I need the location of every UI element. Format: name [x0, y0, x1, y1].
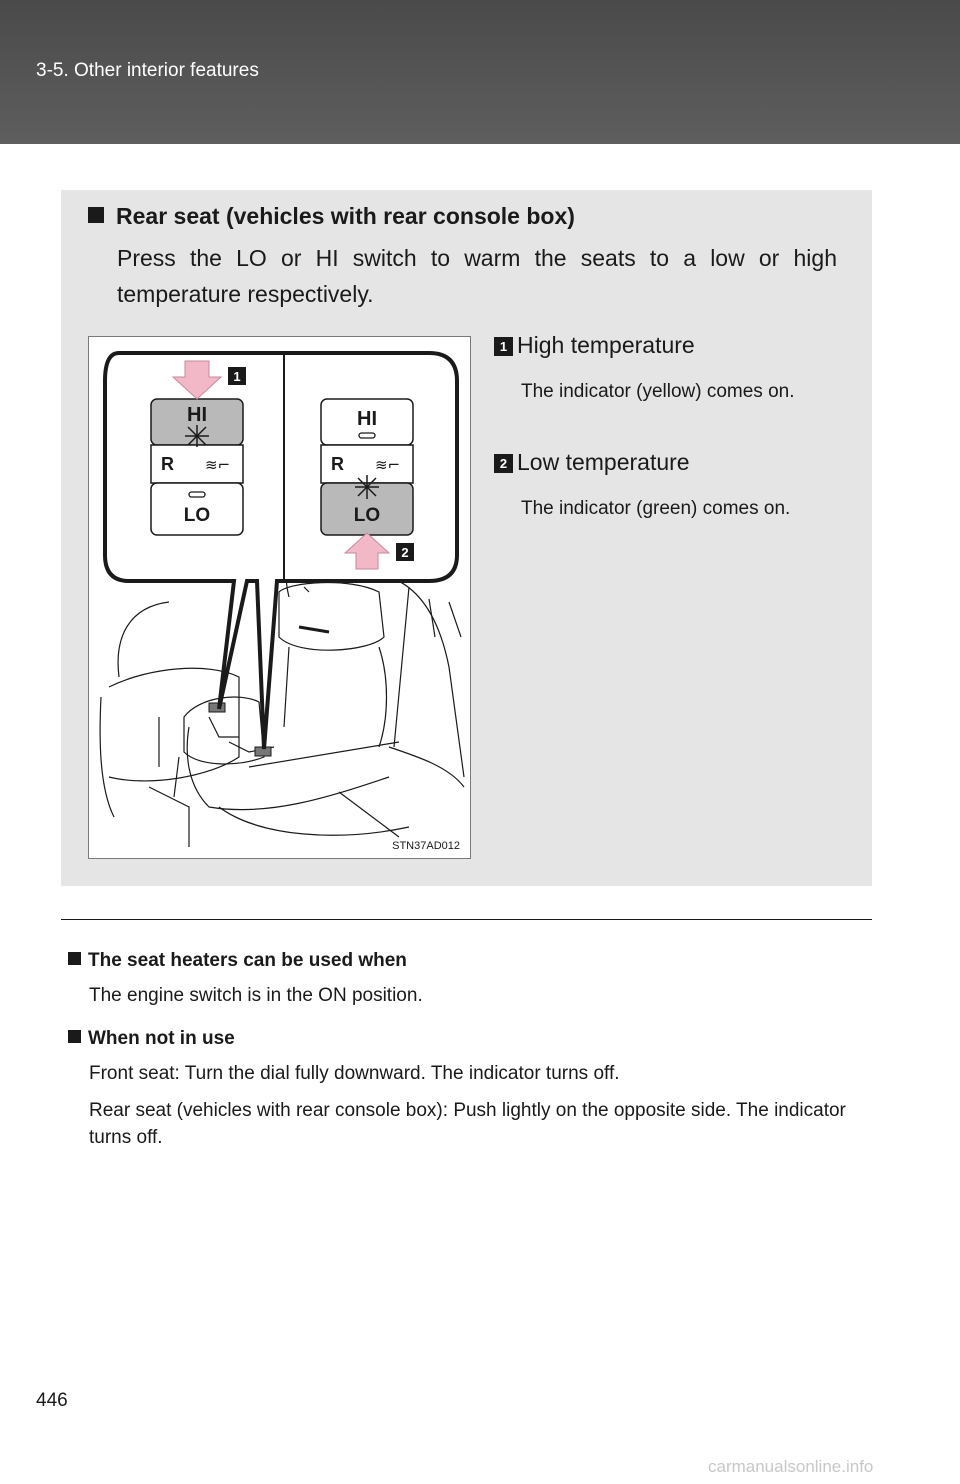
lo-indicator-left: [188, 491, 206, 498]
callout-badge-1: [228, 367, 246, 385]
note-when-not-in-use: When not in use Front seat: Turn the dia…: [68, 1028, 888, 1151]
seat-line-art: [99, 560, 465, 847]
hi-label-left: HI: [187, 404, 207, 426]
r-label-left: R: [161, 454, 174, 474]
item-description: The indicator (green) comes on.: [521, 498, 791, 519]
item-number-badge: 1: [494, 337, 513, 356]
panel-body: Press the LO or HI switch to warm the se…: [117, 245, 837, 307]
seat-heater-icon: ≋⌐: [375, 456, 400, 474]
item-label: High temperature: [517, 332, 695, 358]
indicator-lit-icon: [185, 425, 209, 447]
page-header: 3-5. Other interior features: [0, 0, 960, 144]
note-text-front-seat: Front seat: Turn the dial fully downward…: [89, 1063, 620, 1084]
r-indicator-left: [150, 444, 244, 484]
page-number: 446: [36, 1390, 68, 1411]
section-divider: [61, 919, 872, 920]
item-label: Low temperature: [517, 449, 690, 475]
seat-heater-icon: ≋⌐: [205, 456, 230, 474]
item-number-badge: 2: [494, 454, 513, 473]
press-arrow-down-icon: [171, 360, 223, 400]
press-arrow-up-icon: [343, 532, 391, 570]
lo-label-right: LO: [354, 505, 380, 526]
seat-heater-figure: HI R ≋⌐ LO 1 HI R ≋⌐ LO: [88, 336, 471, 859]
figure-code: STN37AD012: [390, 840, 462, 852]
watermark: carmanualsonline.info: [708, 1457, 874, 1476]
note-heading: When not in use: [68, 1028, 888, 1050]
switch-left: HI R ≋⌐ LO 1: [150, 360, 246, 536]
seat-heater-illustration: HI R ≋⌐ LO 1 HI R ≋⌐ LO: [99, 351, 465, 847]
bullet-square-icon: [88, 207, 104, 223]
bullet-square-icon: [68, 952, 81, 965]
note-text: The engine switch is in the ON position.: [89, 985, 423, 1006]
lo-button-left: [150, 482, 244, 536]
note-heading: The seat heaters can be used when: [68, 950, 888, 972]
r-label-right: R: [331, 454, 344, 474]
bullet-square-icon: [68, 1030, 81, 1043]
switch-right: HI R ≋⌐ LO 2: [320, 398, 414, 570]
panel-title: Rear seat (vehicles with rear console bo…: [88, 203, 575, 230]
item-description: The indicator (yellow) comes on.: [521, 381, 795, 402]
hi-indicator-right: [358, 432, 376, 439]
note-usage-conditions: The seat heaters can be used when The en…: [68, 950, 888, 1009]
switch-location-front: [208, 702, 226, 713]
indicator-lit-icon: [355, 475, 379, 499]
section-title: 3-5. Other interior features: [36, 60, 259, 81]
note-text-rear-seat: Rear seat (vehicles with rear console bo…: [89, 1100, 846, 1148]
callout-number-2: 2: [401, 545, 408, 560]
callout-number-1: 1: [233, 369, 240, 384]
callout-badge-2: [396, 543, 414, 561]
lo-label-left: LO: [184, 505, 210, 526]
hi-label-right: HI: [357, 408, 377, 430]
